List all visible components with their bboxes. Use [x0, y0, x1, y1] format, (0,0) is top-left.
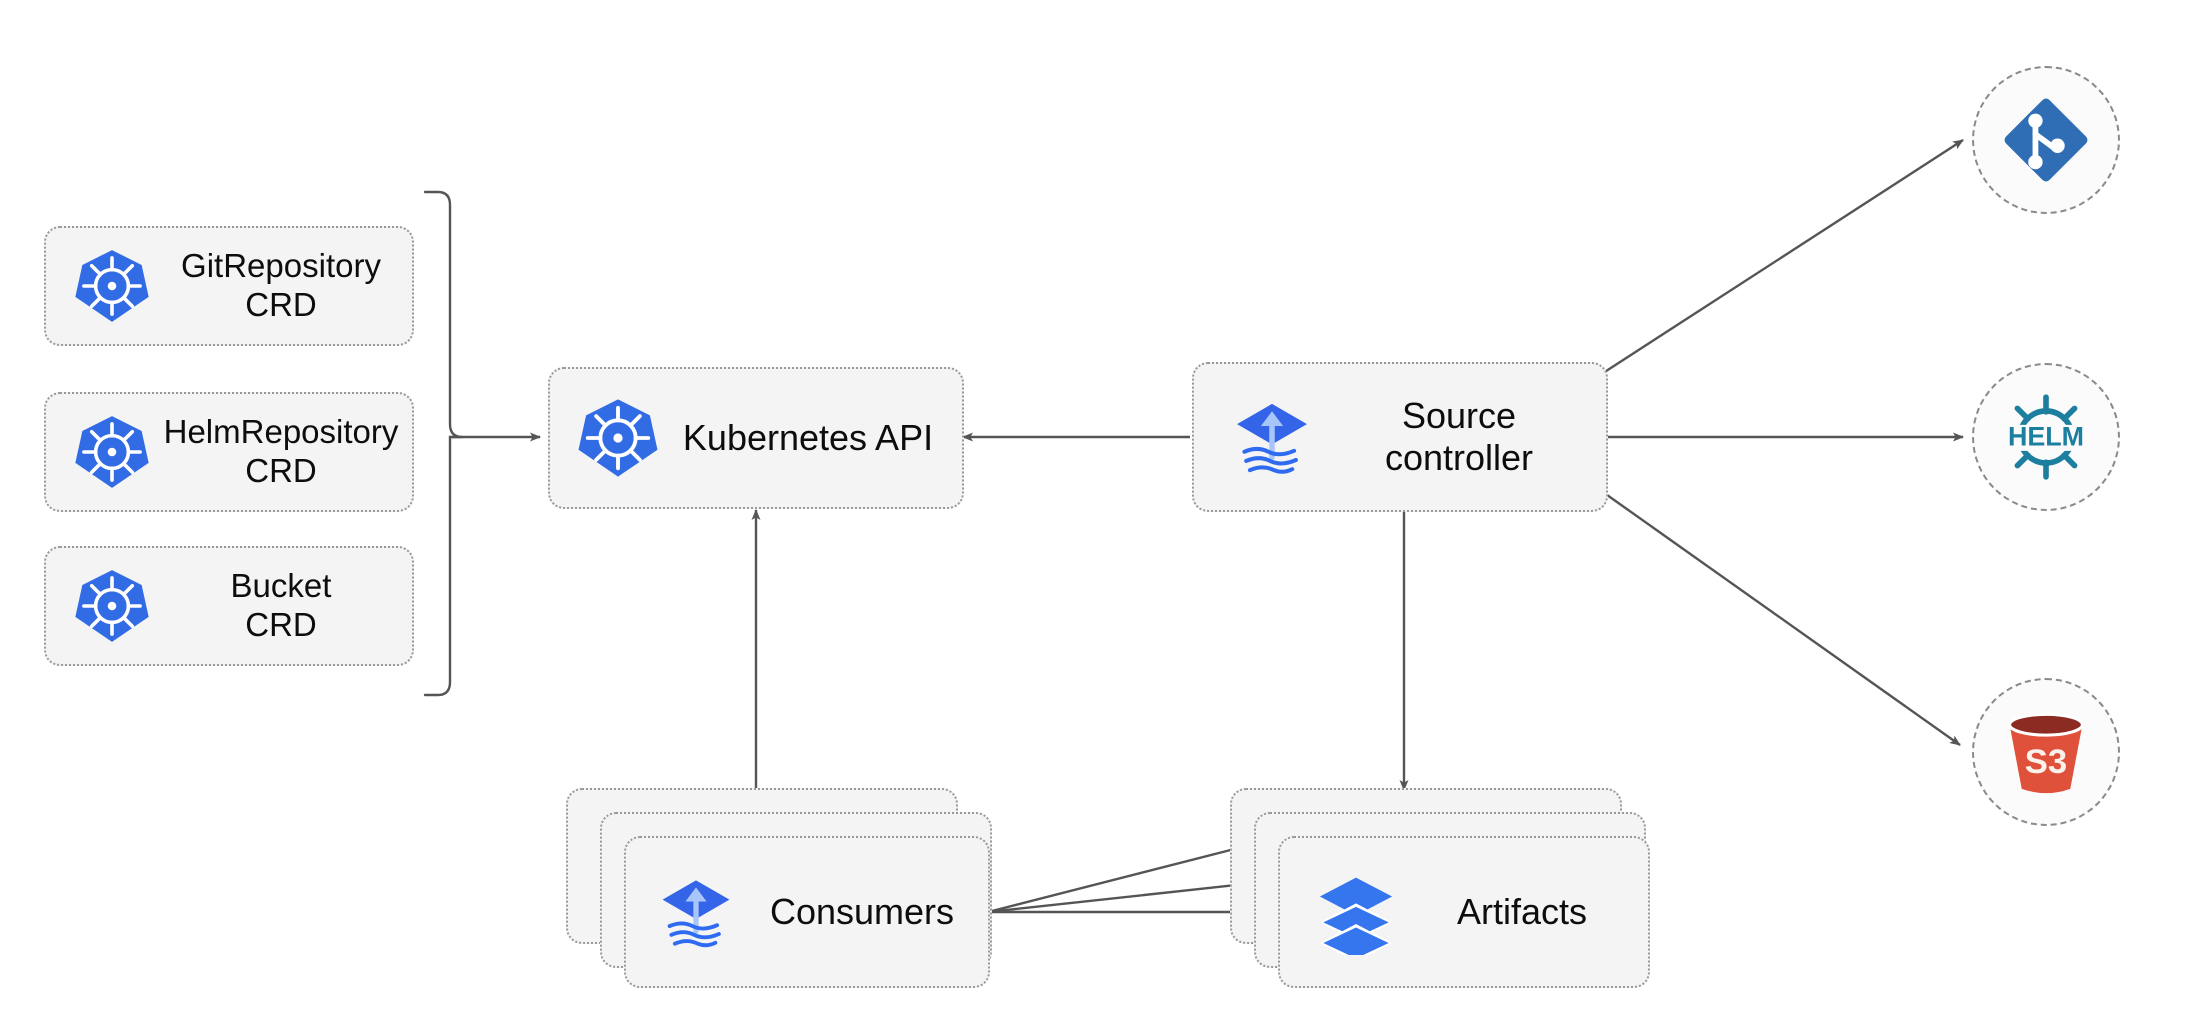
helm-label: HELM	[2008, 422, 2084, 452]
node-consumers[interactable]: Consumers	[624, 836, 990, 988]
node-label: HelmRepository CRD	[163, 413, 399, 489]
flux-icon	[1222, 391, 1322, 483]
node-label: Source controller	[1384, 394, 1534, 478]
node-source-controller[interactable]: Source controller	[1192, 362, 1608, 512]
node-label: Artifacts	[1456, 890, 1588, 932]
node-gitrepository-crd[interactable]: GitRepository CRD	[44, 226, 414, 346]
s3-label: S3	[2025, 743, 2067, 781]
node-label: Kubernetes API	[682, 416, 934, 458]
flux-icon	[646, 868, 746, 956]
source-circle-s3[interactable]: S3	[1972, 678, 2120, 826]
edge-source-controller-to-git	[1599, 138, 1964, 377]
kubernetes-icon	[64, 247, 160, 325]
layers-icon	[1306, 869, 1406, 955]
kubernetes-icon	[64, 413, 160, 491]
git-icon	[2004, 98, 2088, 182]
node-bucket-crd[interactable]: Bucket CRD	[44, 546, 414, 666]
node-kubernetes-api[interactable]: Kubernetes API	[548, 367, 964, 509]
node-artifacts[interactable]: Artifacts	[1278, 836, 1650, 988]
crd-group-bracket	[423, 190, 463, 697]
node-helmrepository-crd[interactable]: HelmRepository CRD	[44, 392, 414, 512]
edge-source-controller-to-s3	[1599, 489, 1961, 746]
edge-consumers-to-artifacts-1	[987, 841, 1259, 914]
node-label: Bucket CRD	[230, 567, 332, 643]
s3-bucket-icon: S3	[2008, 712, 2084, 794]
node-label: GitRepository CRD	[181, 247, 381, 323]
kubernetes-icon	[572, 396, 664, 480]
source-circle-git[interactable]	[1972, 66, 2120, 214]
source-circle-helm[interactable]: HELM	[1972, 363, 2120, 511]
kubernetes-icon	[64, 567, 160, 645]
node-label: Consumers	[769, 890, 955, 932]
helm-icon: HELM	[2006, 394, 2086, 480]
